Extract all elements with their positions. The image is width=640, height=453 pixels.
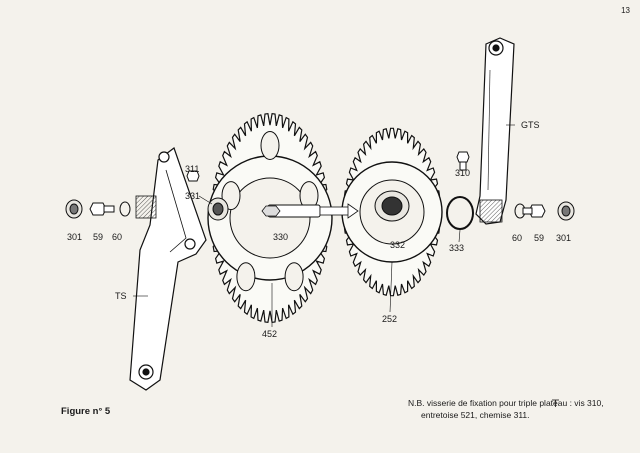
note-line-1: N.B. visserie de fixation pour triple pl… [408, 398, 604, 408]
chainring-452 [207, 113, 333, 323]
label-gts: GTS [521, 120, 540, 130]
label-452: 452 [262, 329, 278, 339]
t-symbol-icon [552, 399, 559, 407]
label-301-left: 301 [67, 232, 83, 242]
chainring-cutout [260, 131, 280, 160]
hardware-right [456, 151, 575, 221]
label-59-right: 59 [534, 233, 545, 243]
label-310: 310 [455, 168, 471, 178]
right-crank-gts [475, 37, 515, 225]
label-331: 331 [185, 191, 201, 201]
chainring-cutout [236, 262, 256, 292]
label-60-left: 60 [112, 232, 123, 242]
label-60-right: 60 [512, 233, 523, 243]
cup-332 [374, 190, 410, 222]
label-252: 252 [382, 314, 398, 324]
figure-caption: Figure n° 5 [61, 406, 111, 417]
chainring-cutout [284, 262, 304, 292]
label-330: 330 [273, 232, 289, 242]
note-line-2: entretoise 521, chemise 311. [421, 410, 530, 420]
label-ts: TS [115, 291, 127, 301]
label-311: 311 [185, 164, 200, 174]
label-301-right: 301 [556, 233, 572, 243]
hardware-left [65, 170, 229, 221]
label-332: 332 [390, 240, 406, 250]
page-number: 13 [621, 6, 630, 15]
ring-333 [446, 196, 474, 230]
leader-lines [133, 124, 515, 327]
fixation-note: N.B. visserie de fixation pour triple pl… [408, 397, 604, 421]
label-59-left: 59 [93, 232, 104, 242]
axle-330 [261, 203, 359, 219]
left-crank-ts [129, 147, 207, 391]
label-333: 333 [449, 243, 465, 253]
